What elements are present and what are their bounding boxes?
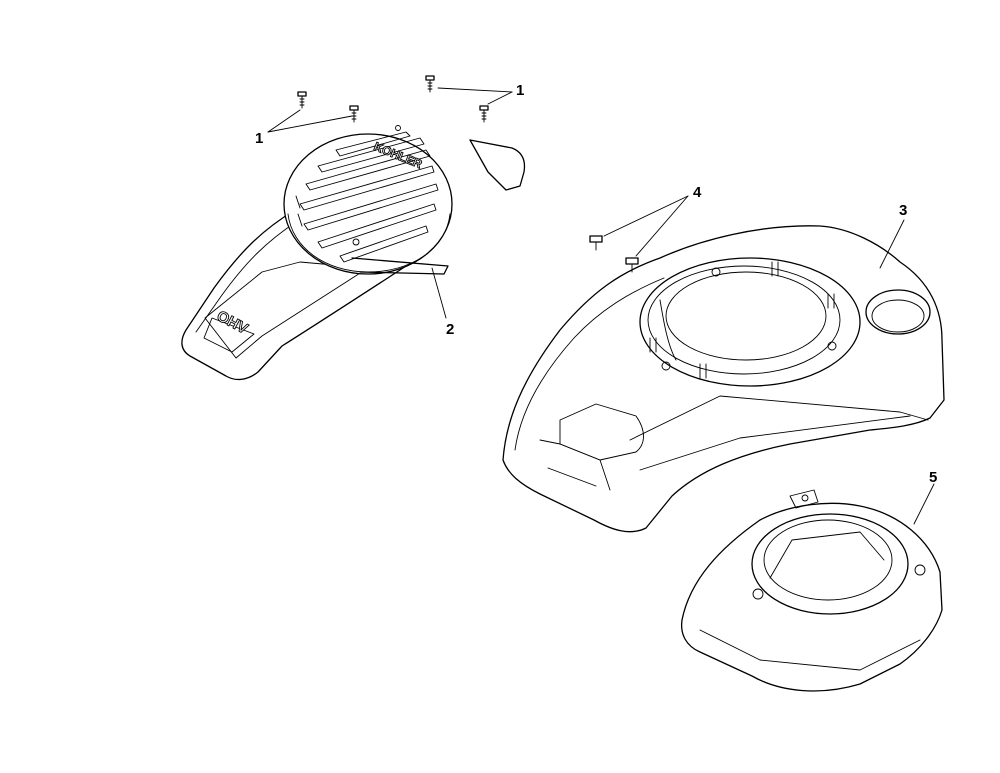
screws: [297, 75, 489, 123]
callout-screws-left: 1: [255, 130, 263, 147]
callout-screws-right: 1: [516, 82, 524, 99]
blower-housing-part: [502, 225, 945, 533]
recoil-cover-part: OHV KOHLER: [181, 125, 526, 381]
callout-bolts: 4: [693, 184, 702, 201]
callouts: 1 1 2 3 4 5: [255, 82, 937, 486]
callout-baffle: 5: [929, 469, 937, 486]
leader-lines: [267, 87, 935, 525]
callout-blower-housing: 3: [899, 202, 907, 219]
callout-recoil-cover: 2: [446, 321, 454, 338]
baffle-part: [680, 489, 943, 692]
bolts: [589, 235, 639, 273]
cover-grille: [295, 125, 439, 263]
